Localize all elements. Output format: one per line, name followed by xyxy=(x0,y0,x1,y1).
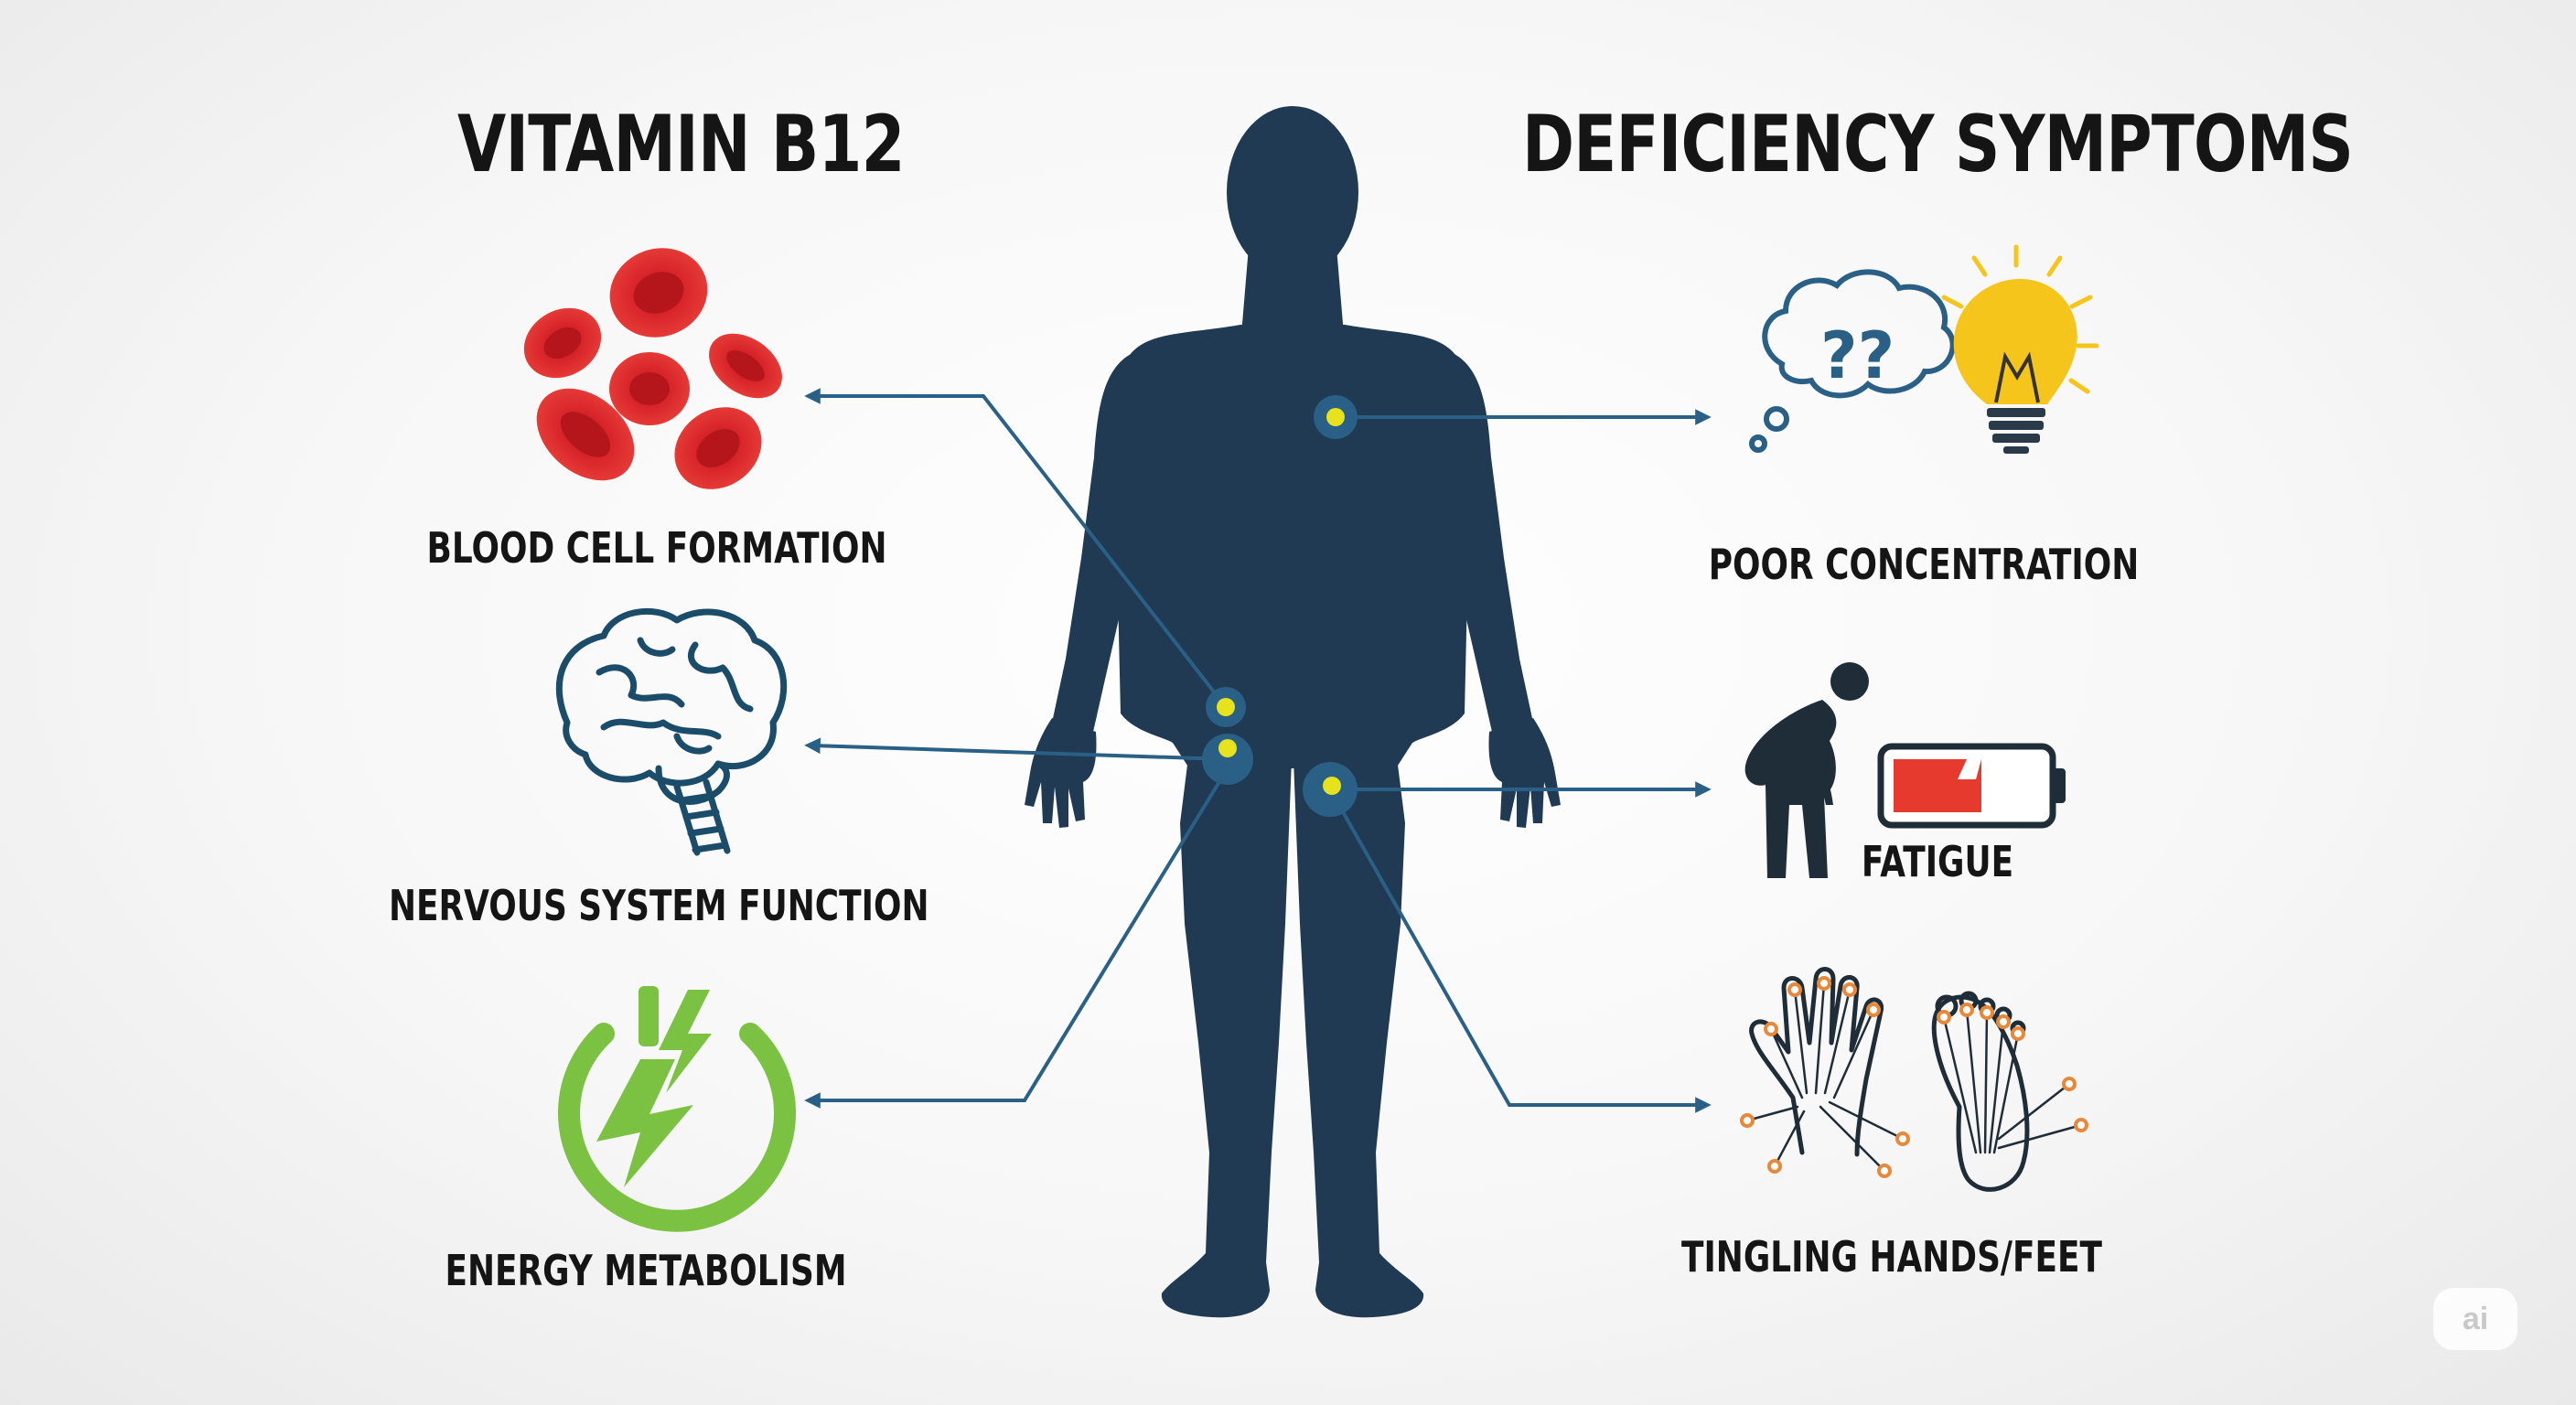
connector-nervous xyxy=(804,737,1228,761)
label-fatigue: FATIGUE xyxy=(1861,837,2014,886)
body-markers xyxy=(1202,395,1358,817)
connector-energy xyxy=(804,762,1232,1109)
thought-bubble-lightbulb-icon: ?? xyxy=(1749,244,2099,454)
connector-tingling xyxy=(1328,788,1712,1113)
human-silhouette xyxy=(1025,106,1561,1318)
red-blood-cells-icon xyxy=(523,248,782,489)
title-deficiency-symptoms: DEFICIENCY SYMPTOMS xyxy=(1522,99,2354,190)
title-vitamin-b12: VITAMIN B12 xyxy=(457,99,905,190)
connector-lines xyxy=(804,388,1712,1113)
marker-lower-abdomen xyxy=(1202,734,1253,785)
energy-bolt-icon xyxy=(558,986,796,1232)
brain-icon xyxy=(555,607,788,856)
tired-person-low-battery-icon xyxy=(1744,662,2066,878)
label-tingling-hands-feet: TINGLING HANDS/FEET xyxy=(1680,1232,2103,1282)
label-poor-concentration: POOR CONCENTRATION xyxy=(1708,540,2140,589)
label-blood-cell-formation: BLOOD CELL FORMATION xyxy=(426,523,887,573)
label-energy-metabolism: ENERGY METABOLISM xyxy=(445,1246,847,1295)
connector-blood xyxy=(804,388,1228,709)
hand-foot-nerves-icon xyxy=(1740,967,2088,1192)
ai-watermark-badge: ai xyxy=(2433,1288,2517,1350)
svg-text:??: ?? xyxy=(1820,318,1894,393)
label-nervous-system-function: NERVOUS SYSTEM FUNCTION xyxy=(389,881,929,930)
